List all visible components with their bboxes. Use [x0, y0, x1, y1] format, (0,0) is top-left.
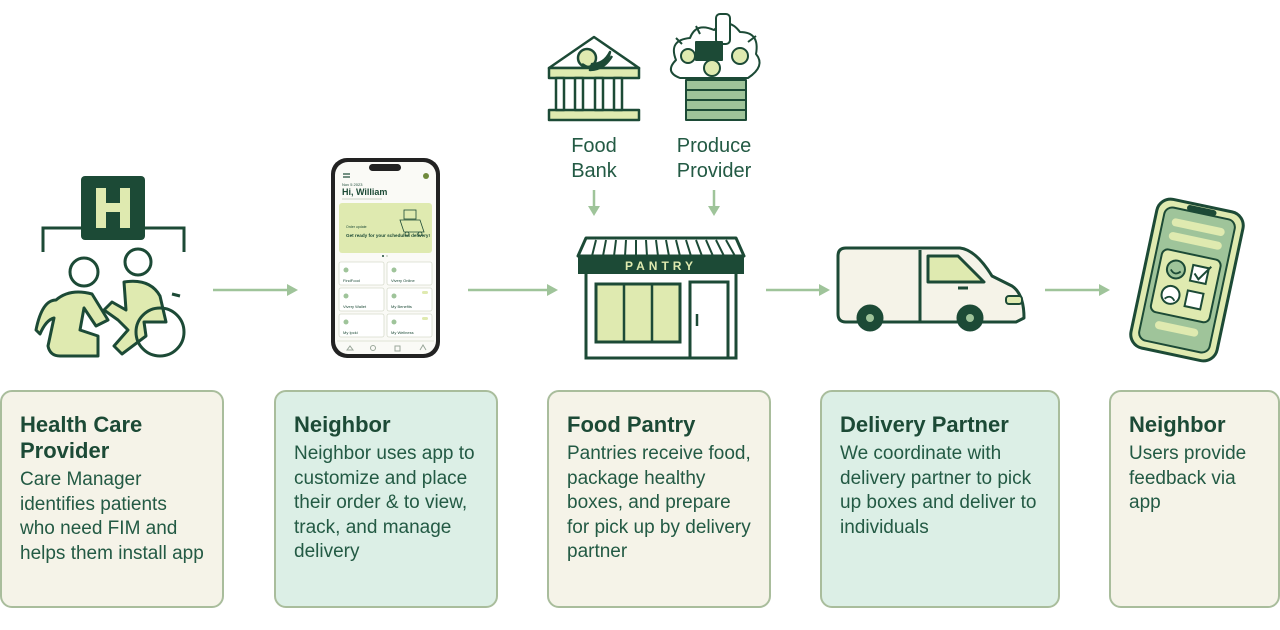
produce-provider-icon — [669, 13, 761, 121]
food-bank-label: Food Bank — [571, 135, 617, 182]
card-health-care-provider: Health Care Provider Care Manager identi… — [0, 390, 224, 608]
flow-arrow-3 — [766, 284, 830, 296]
card-title: Neighbor — [1129, 412, 1226, 437]
neighbor-app-phone: Nov 5 2023 Hi, William Order update Get … — [331, 158, 440, 358]
card-body: Neighbor uses app to customize and place… — [294, 443, 475, 562]
card-title: Neighbor — [294, 412, 391, 437]
phone-tile-label: My Wellness — [391, 330, 414, 335]
health-care-provider-icon — [34, 176, 186, 358]
card-neighbor-app: Neighbor Neighbor uses app to customize … — [274, 390, 498, 608]
food-bank-down-arrow — [588, 190, 600, 216]
card-food-pantry: Food Pantry Pantries receive food, packa… — [547, 390, 771, 608]
card-title: Health Care Provider — [20, 412, 143, 463]
flow-arrow-4 — [1045, 284, 1110, 296]
food-bank-icon — [547, 35, 641, 122]
card-neighbor-feedback: Neighbor Users provide feedback via app — [1109, 390, 1280, 608]
phone-tile-label: My Ipcki — [343, 330, 358, 335]
produce-provider-label: Produce Provider — [676, 135, 752, 182]
card-title: Delivery Partner — [840, 412, 1009, 437]
phone-date: Nov 5 2023 — [342, 182, 363, 187]
card-title: Food Pantry — [567, 412, 696, 437]
phone-banner-text: Get ready for your scheduled delivery! — [346, 233, 430, 238]
card-body: Users provide feedback via app — [1129, 443, 1247, 513]
card-delivery-partner: Delivery Partner We coordinate with deli… — [820, 390, 1060, 608]
phone-tile-label: Vivery Online — [391, 278, 415, 283]
phone-tile-label: Vivery Wallet — [343, 304, 367, 309]
card-body: We coordinate with delivery partner to p… — [840, 443, 1037, 538]
phone-banner-small: Order update — [346, 225, 367, 229]
card-body: Pantries receive food, package healthy b… — [567, 443, 751, 562]
delivery-van-icon — [836, 246, 1026, 332]
phone-greeting: Hi, William — [342, 187, 387, 197]
card-body: Care Manager identifies patients who nee… — [20, 469, 204, 564]
food-pantry-store-icon: PANTRY — [576, 236, 746, 360]
feedback-phone-icon — [1129, 197, 1245, 363]
flow-arrow-1 — [213, 284, 298, 296]
phone-tile-label: FindFood — [343, 278, 360, 283]
pantry-sign: PANTRY — [625, 259, 697, 273]
flow-arrow-2 — [468, 284, 558, 296]
produce-down-arrow — [708, 190, 720, 216]
phone-tile-label: My Benefits — [391, 304, 412, 309]
